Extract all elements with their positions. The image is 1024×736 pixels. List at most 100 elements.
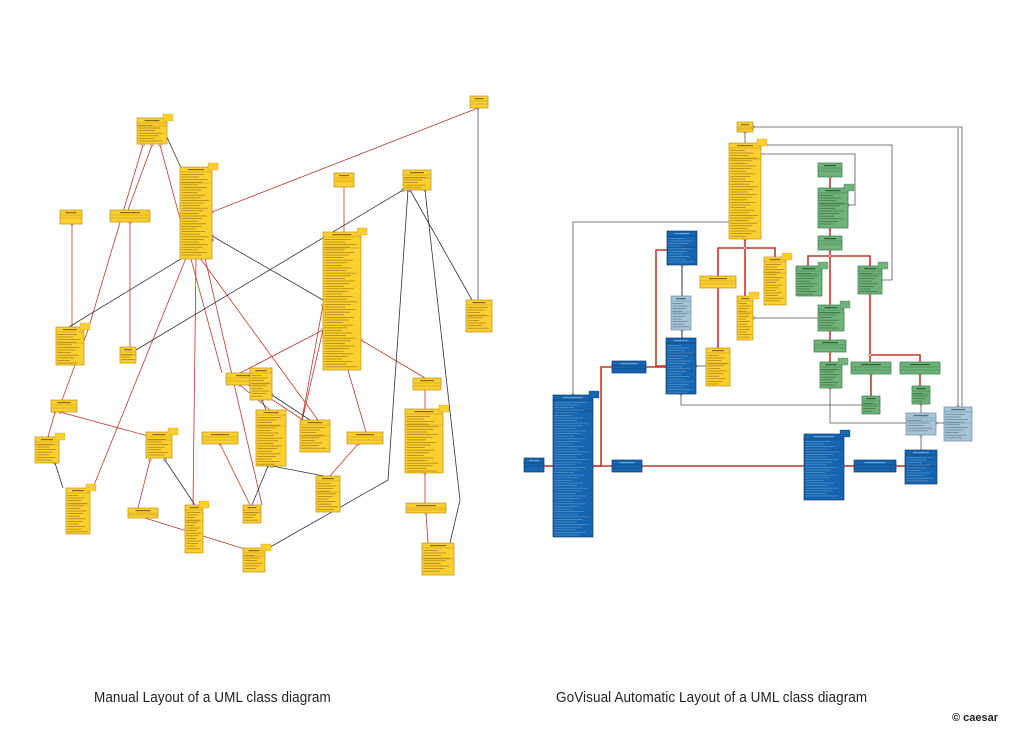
class-member-mark (324, 363, 347, 365)
class-member-mark (554, 508, 574, 510)
caption-automatic-layout: GoVisual Automatic Layout of a UML class… (556, 689, 868, 706)
class-member-mark (147, 449, 161, 451)
class-member-mark (181, 197, 201, 199)
class-member-mark (554, 495, 587, 497)
class-name-mark (472, 302, 486, 304)
class-member-mark (907, 425, 925, 426)
class-member-mark (324, 306, 346, 308)
class-member-mark (257, 450, 273, 452)
class-member-mark (57, 339, 81, 340)
class-member-mark (730, 196, 752, 198)
class-member-mark (672, 323, 685, 325)
class-member-mark (181, 187, 207, 188)
class-member-mark (797, 288, 810, 290)
class-member-mark (554, 425, 582, 427)
class-member-mark (805, 446, 835, 447)
class-member-mark (317, 506, 338, 508)
class-member-mark (324, 340, 351, 342)
class-member-mark (819, 197, 841, 199)
class-member-mark (324, 361, 353, 362)
class-member-mark (36, 451, 53, 453)
class-member-mark (181, 194, 206, 196)
class-member-mark (554, 464, 576, 466)
class-member-mark (301, 427, 325, 428)
class-name-mark (416, 505, 436, 507)
class-box (322, 227, 368, 371)
class-box (34, 432, 66, 464)
class-member-mark (672, 310, 683, 312)
class-member-mark (821, 382, 839, 383)
class-box (943, 406, 973, 442)
class-member-mark (819, 327, 839, 329)
template-parameter-tag (207, 162, 219, 171)
class-member-mark (730, 178, 746, 180)
class-member-mark (819, 317, 833, 318)
class-name-mark (474, 98, 484, 100)
class-name-mark (619, 462, 635, 464)
class-member-mark (406, 421, 435, 422)
class-member-mark (181, 239, 204, 240)
class-member-mark (181, 244, 208, 245)
class-name-mark (951, 409, 965, 411)
class-member-mark (730, 157, 758, 159)
class-member-mark (805, 459, 839, 460)
class-box (665, 337, 697, 395)
class-member-mark (423, 552, 447, 554)
class-name-mark (41, 439, 53, 441)
class-member-mark (668, 253, 683, 255)
class-member-mark (36, 459, 52, 461)
class-member-mark (324, 288, 354, 290)
inheritance-edge (593, 366, 612, 467)
class-name-mark (673, 340, 689, 342)
class-member-mark (181, 241, 200, 243)
template-parameter-tag (877, 261, 889, 270)
template-parameter-tag (839, 300, 851, 309)
class-member-mark (186, 514, 198, 516)
class-member-mark (554, 469, 580, 471)
class-box (817, 235, 843, 251)
class-member-mark (805, 487, 839, 489)
association-edge (680, 394, 862, 406)
class-member-mark (819, 312, 840, 313)
class-member-mark (406, 429, 434, 430)
class-member-mark (324, 280, 355, 282)
class-name-mark (866, 398, 876, 400)
class-member-mark (554, 467, 586, 468)
class-member-mark (554, 529, 576, 531)
class-member-mark (765, 277, 783, 278)
class-member-mark (324, 291, 348, 292)
class-member-mark (765, 290, 776, 291)
class-member-mark (819, 210, 844, 212)
class-member-mark (257, 445, 282, 447)
class-name-mark (255, 370, 267, 372)
class-member-mark (554, 461, 582, 463)
class-box (817, 183, 855, 229)
class-member-mark (57, 341, 77, 343)
class-box (405, 502, 447, 514)
class-member-mark (181, 223, 207, 225)
class-member-mark (317, 498, 329, 500)
class-member-mark (668, 238, 685, 239)
class-member-mark (186, 517, 196, 518)
template-parameter-tag (588, 390, 600, 399)
class-member-mark (324, 246, 350, 248)
inheritance-edge (91, 257, 187, 491)
class-member-mark (765, 284, 782, 286)
class-member-mark (797, 291, 817, 292)
class-member-mark (324, 270, 347, 271)
class-member-mark (554, 404, 580, 406)
class-member-mark (554, 417, 584, 419)
class-member-mark (257, 422, 272, 423)
class-member-mark (765, 266, 778, 268)
class-member-mark (147, 446, 165, 448)
class-member-mark (257, 435, 275, 436)
class-member-mark (730, 233, 752, 234)
class-member-mark (244, 514, 256, 516)
class-member-mark (821, 374, 840, 375)
class-member-mark (186, 522, 198, 524)
template-parameter-tag (837, 357, 849, 366)
class-member-mark (301, 445, 319, 446)
class-member-mark (819, 223, 834, 225)
class-member-mark (805, 461, 833, 463)
class-name-mark (864, 462, 886, 464)
